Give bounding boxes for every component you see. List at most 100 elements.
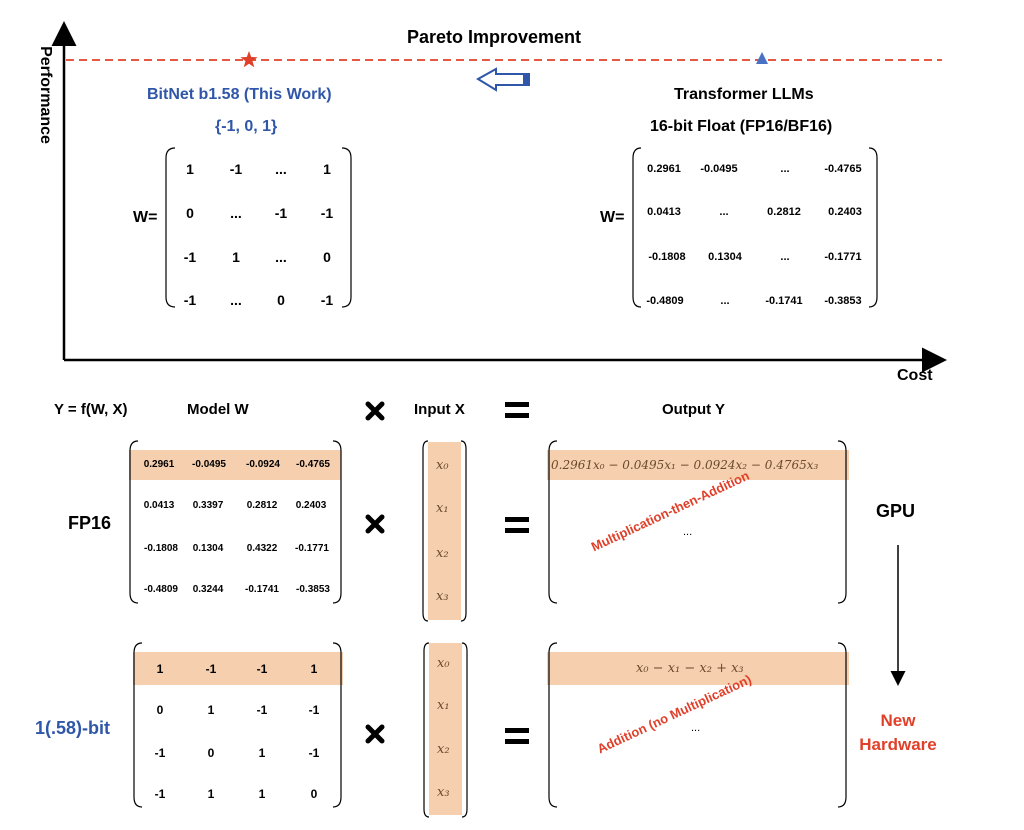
transformer-title: Transformer LLMs (674, 86, 814, 103)
bitnet-matrix-brackets (165, 147, 352, 308)
input-element: x₁ (436, 501, 449, 516)
times-icon (365, 401, 385, 421)
matrix-cell: ... (230, 292, 242, 308)
matrix-cell: -1 (154, 746, 166, 760)
bit-output-first: x₀ − x₁ − x₂ + x₃ (636, 661, 744, 676)
input-element: x₀ (436, 458, 449, 473)
matrix-cell: 0 (156, 703, 164, 717)
fp16-row-highlight (129, 450, 341, 480)
matrix-cell: 0 (186, 205, 194, 221)
matrix-cell: 0.1304 (192, 543, 224, 554)
fp16-output-highlight (547, 450, 849, 480)
bit-output-dots: ... (691, 722, 701, 734)
matrix-cell: 1 (258, 746, 266, 760)
pareto-label: Pareto Improvement (407, 27, 582, 47)
transformer-subtitle: 16-bit Float (FP16/BF16) (650, 118, 833, 135)
matrix-cell: 1 (258, 787, 266, 801)
matrix-cell: -1 (274, 205, 288, 221)
matrix-cell: ... (720, 295, 730, 307)
matrix-cell: ... (780, 251, 790, 263)
star-marker (240, 51, 258, 68)
input-element: x₂ (436, 546, 449, 561)
bottom-brackets (129, 440, 847, 818)
input-element: x₃ (437, 785, 450, 800)
matrix-cell: -1 (308, 746, 320, 760)
matrix-cell: 0.4322 (246, 543, 278, 554)
input-element: x₁ (437, 698, 450, 713)
input-x-header: Input X (414, 401, 465, 418)
matrix-cell: -0.4765 (824, 163, 862, 175)
matrix-cell: -0.1771 (824, 251, 862, 263)
matrix-cell: -0.1741 (245, 584, 279, 595)
transformer-matrix-brackets (632, 147, 878, 308)
matrix-cell: -0.1808 (648, 251, 686, 263)
matrix-cell: 0.2961 (647, 163, 681, 175)
x-axis-label: Cost (897, 367, 933, 384)
matrix-cell: ... (780, 163, 790, 175)
matrix-cell: -0.0924 (246, 459, 280, 470)
matrix-cell: 1 (207, 703, 215, 717)
input-element: x₂ (437, 742, 450, 757)
fp16-output-first: 0.2961x₀ − 0.0495x₁ − 0.0924x₂ − 0.4765x… (551, 458, 819, 472)
matrix-cell: -0.1808 (144, 543, 178, 554)
output-y-header: Output Y (662, 401, 726, 418)
matrix-cell: 1 (310, 662, 318, 676)
bit-row-label: 1(.58)-bit (35, 718, 111, 738)
input-element: x₀ (437, 656, 450, 671)
matrix-cell: 1 (232, 249, 240, 265)
matrix-cell: 0.1304 (708, 251, 742, 263)
left-arrow-icon (476, 67, 530, 92)
bitnet-values: {-1, 0, 1} (215, 118, 278, 135)
matrix-cell: -0.1771 (295, 543, 329, 554)
bit-output-highlight (547, 652, 849, 685)
matrix-cell: 0.2961 (143, 459, 175, 470)
matrix-cell: -0.4765 (296, 459, 330, 470)
matrix-cell: 0 (207, 746, 215, 760)
y-axis-label: Performance (37, 46, 54, 144)
bit-hardware: New Hardware (859, 711, 937, 754)
matrix-cell: -1 (183, 249, 197, 265)
fp16-input-highlight (428, 442, 461, 620)
matrix-cell: -1 (183, 292, 197, 308)
matrix-cell: 1 (156, 662, 164, 676)
matrix-cell: ... (275, 161, 287, 177)
fp16-row-label: FP16 (68, 513, 112, 533)
matrix-cell: -0.0495 (700, 163, 738, 175)
matrix-cell: 0 (323, 249, 331, 265)
matrix-cell: -0.1741 (765, 295, 803, 307)
matrix-cell: -1 (256, 662, 268, 676)
matrix-cell: -1 (320, 292, 334, 308)
fp16-output-dots: ... (683, 526, 693, 538)
matrix-cell: -0.0495 (192, 459, 226, 470)
matrix-cell: 0.0413 (143, 500, 175, 511)
equals-icon (505, 728, 529, 744)
matrix-cell: -0.4809 (646, 295, 684, 307)
matrix-cell: 0 (277, 292, 285, 308)
matrix-cell: ... (719, 206, 729, 218)
equals-icon (505, 402, 529, 418)
triangle-marker (756, 52, 768, 64)
matrix-cell: 1 (186, 161, 194, 177)
matrix-cell: -1 (205, 662, 217, 676)
input-element: x₃ (436, 589, 449, 604)
bitnet-title: BitNet b1.58 (This Work) (147, 86, 332, 103)
matrix-cell: 0.0413 (647, 206, 681, 218)
times-icon (365, 724, 385, 744)
matrix-cell: -0.4809 (144, 584, 178, 595)
matrix-cell: -1 (256, 703, 268, 717)
matrix-cell: ... (275, 249, 287, 265)
matrix-cell: 1 (207, 787, 215, 801)
model-w-header: Model W (187, 401, 249, 418)
matrix-cell: 0.2812 (246, 500, 278, 511)
matrix-cell: 0.3244 (192, 584, 224, 595)
bitnet-w-label: W= (133, 209, 158, 226)
matrix-cell: -1 (229, 161, 243, 177)
matrix-cell: ... (230, 205, 242, 221)
matrix-cell: -1 (308, 703, 320, 717)
matrix-cell: 0.3397 (192, 500, 224, 511)
times-icon (365, 514, 385, 534)
fp16-hardware: GPU (876, 501, 916, 521)
transformer-w-label: W= (600, 209, 625, 226)
matrix-cell: 0.2812 (767, 206, 801, 218)
